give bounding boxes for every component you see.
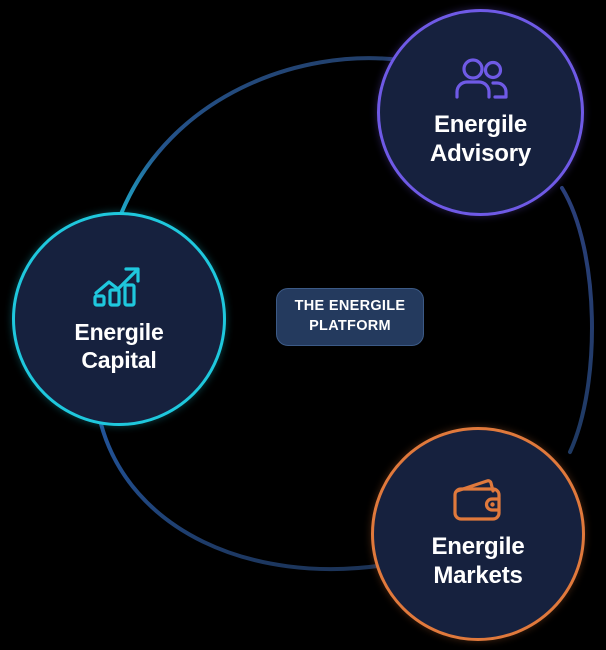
node-capital-label-line2: Capital: [81, 347, 157, 373]
node-advisory-label-line1: Energile: [433, 110, 528, 138]
node-advisory-label-line2: Advisory: [429, 139, 532, 167]
bar-chart-growth-icon: [92, 263, 146, 309]
node-markets-label-line1: Energile: [431, 533, 525, 561]
platform-badge[interactable]: THE ENERGILE PLATFORM: [276, 288, 424, 346]
platform-badge-label: THE ENERGILE PLATFORM: [294, 298, 406, 334]
node-capital-label-line1: Energile: [74, 319, 164, 346]
node-markets-label-line2: Markets: [433, 562, 523, 589]
wallet-icon: [451, 477, 505, 523]
arc-advisory-to-markets: [560, 186, 594, 454]
arc-capital-to-advisory: [119, 56, 402, 216]
node-energile-markets[interactable]: Energile Markets: [371, 427, 585, 641]
node-energile-capital[interactable]: Energile Capital: [12, 212, 226, 426]
node-energile-advisory[interactable]: Energile Advisory: [377, 9, 584, 216]
arc-capital-to-markets: [99, 422, 387, 572]
users-people-icon: [453, 57, 509, 101]
